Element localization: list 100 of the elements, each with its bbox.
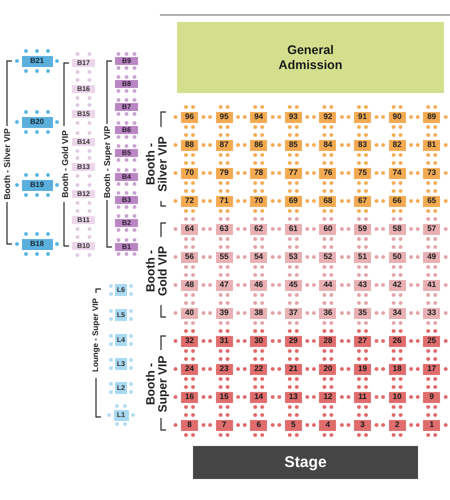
- booth-table: 81: [423, 140, 440, 150]
- booth-table: 57: [423, 224, 440, 234]
- booth-table: 86: [250, 140, 268, 150]
- general-admission-area: General Admission: [177, 22, 444, 93]
- booth-table: 60: [319, 224, 336, 234]
- booth-table: 54: [250, 252, 268, 262]
- booth-table: 28: [319, 336, 336, 346]
- booth-table: 34: [388, 308, 406, 318]
- booth-table: 17: [423, 364, 440, 374]
- section-label: Booth - Super VIP: [146, 354, 168, 414]
- booth-table: 90: [388, 112, 406, 122]
- booth-table: 96: [181, 112, 198, 122]
- booth-table: 72: [181, 196, 198, 206]
- booth-table: 6: [250, 420, 268, 430]
- booth-table: 48: [181, 280, 198, 290]
- booth-table: 32: [181, 336, 198, 346]
- booth-table: 65: [423, 196, 440, 206]
- booth-table: 43: [354, 280, 371, 290]
- booth-table: 71: [216, 196, 233, 206]
- booth-table: 84: [319, 140, 336, 150]
- booth-table: 63: [216, 224, 233, 234]
- booth-table: 29: [284, 336, 302, 346]
- booth-table: 64: [181, 224, 198, 234]
- booth-table: 59: [354, 224, 371, 234]
- booth-table: 85: [284, 140, 302, 150]
- booth-table: 83: [354, 140, 371, 150]
- booth-table: 18: [388, 364, 406, 374]
- booth-table: 24: [181, 364, 198, 374]
- booth-table: 13: [284, 392, 302, 402]
- booth-table: 62: [250, 224, 268, 234]
- booth-table: 47: [216, 280, 233, 290]
- section-label: Booth - Super VIP: [102, 126, 112, 198]
- booth-table: 51: [354, 252, 371, 262]
- booth-table: 79: [216, 168, 233, 178]
- section-label: Booth - Silver VIP: [146, 135, 168, 194]
- booth-table: 67: [354, 196, 371, 206]
- booth-table: 26: [388, 336, 406, 346]
- booth-table: 76: [319, 168, 336, 178]
- booth-table: 77: [284, 168, 302, 178]
- booth-table: 38: [250, 308, 268, 318]
- booth-table: 89: [423, 112, 440, 122]
- booth-table: 25: [423, 336, 440, 346]
- booth-table: 88: [181, 140, 198, 150]
- booth-table: 78: [250, 168, 268, 178]
- booth-table: 95: [216, 112, 233, 122]
- section-label: Booth - Gold VIP: [146, 245, 168, 298]
- booth-table: 2: [388, 420, 406, 430]
- booth-table: 69: [284, 196, 302, 206]
- booth-table: 45: [284, 280, 302, 290]
- booth-table: 44: [319, 280, 336, 290]
- section-label: Lounge - Super VIP: [91, 298, 101, 372]
- stage-block: Stage: [193, 446, 418, 479]
- booth-table: 61: [284, 224, 302, 234]
- booth-table: 15: [216, 392, 233, 402]
- booth-table: 30: [250, 336, 268, 346]
- booth-table: 92: [319, 112, 336, 122]
- booth-table: 40: [181, 308, 198, 318]
- booth-table: 36: [319, 308, 336, 318]
- booth-table: 9: [423, 392, 440, 402]
- booth-table: 10: [388, 392, 406, 402]
- booth-table: 39: [216, 308, 233, 318]
- booth-table: 37: [284, 308, 302, 318]
- booth-table: 52: [319, 252, 336, 262]
- booth-table: 35: [354, 308, 371, 318]
- booth-table: 87: [216, 140, 233, 150]
- booth-table: 56: [181, 252, 198, 262]
- booth-table: 70: [250, 196, 268, 206]
- booth-table: 46: [250, 280, 268, 290]
- booth-table: 14: [250, 392, 268, 402]
- booth-table: 22: [250, 364, 268, 374]
- booth-table: 21: [284, 364, 302, 374]
- booth-table: 68: [319, 196, 336, 206]
- booth-table: 7: [216, 420, 233, 430]
- section-label: Booth - Silver VIP: [2, 128, 12, 200]
- booth-table: 27: [354, 336, 371, 346]
- booth-table: 23: [216, 364, 233, 374]
- booth-table: 33: [423, 308, 440, 318]
- booth-table: 58: [388, 224, 406, 234]
- booth-table: 70: [181, 168, 198, 178]
- booth-table: 11: [354, 392, 371, 402]
- booth-table: 8: [181, 420, 198, 430]
- booth-table: 49: [423, 252, 440, 262]
- booth-table: 93: [284, 112, 302, 122]
- booth-table: 5: [284, 420, 302, 430]
- booth-table: 55: [216, 252, 233, 262]
- booth-table: 12: [319, 392, 336, 402]
- booth-table: 66: [388, 196, 406, 206]
- booth-table: 50: [388, 252, 406, 262]
- booth-table: 1: [423, 420, 440, 430]
- booth-table: 73: [423, 168, 440, 178]
- booth-table: 20: [319, 364, 336, 374]
- booth-table: 75: [354, 168, 371, 178]
- booth-table: 3: [354, 420, 371, 430]
- booth-table: 53: [284, 252, 302, 262]
- booth-table: 91: [354, 112, 371, 122]
- booth-table: 42: [388, 280, 406, 290]
- booth-table: 41: [423, 280, 440, 290]
- booth-table: 16: [181, 392, 198, 402]
- section-label: Booth - Gold VIP: [60, 130, 70, 198]
- booth-table: 74: [388, 168, 406, 178]
